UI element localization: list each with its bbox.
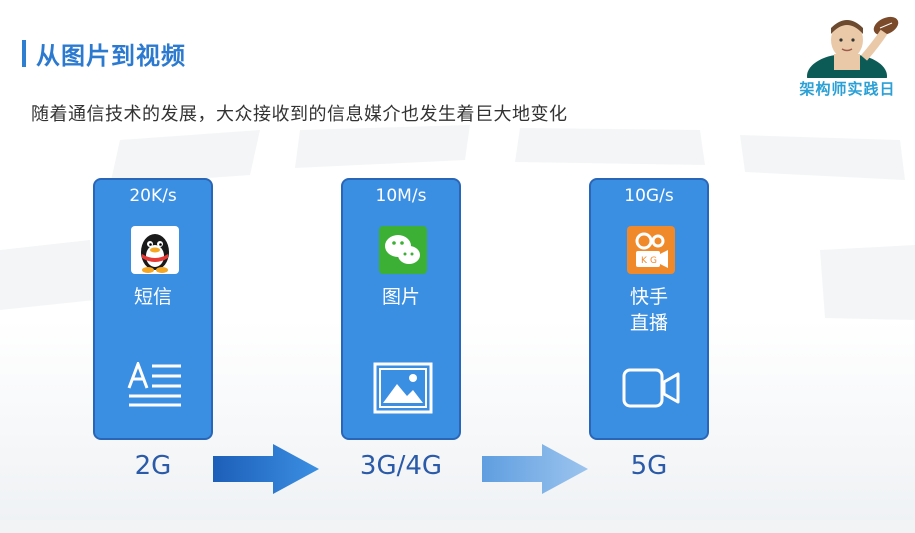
football-player-icon [807,16,899,98]
title-accent-bar [22,40,26,67]
svg-text:G: G [650,256,657,266]
conference-logo: 架构师实践日 [790,6,905,102]
wechat-icon [379,226,427,274]
card-label: 快手 直播 [591,284,707,336]
text-icon [125,359,185,414]
image-icon [373,362,433,414]
kuaishou-icon: K G [627,226,675,274]
card-label: 图片 [381,286,420,308]
arrow-right-icon [213,444,319,494]
card-label-line1: 快手 [629,286,668,308]
generation-label-2g: 2G [134,451,172,481]
card-label-line2: 直播 [629,312,668,334]
generation-label-5g: 5G [630,451,668,481]
speed-label: 10G/s [624,186,674,206]
card-3g-4g: 10M/s 图片 [341,178,461,440]
video-camera-icon [621,362,681,414]
logo-text: 架构师实践日 [799,80,896,98]
card-2g: 20K/s 短信 [93,178,213,440]
page-title: 从图片到视频 [36,42,186,70]
arrow-right-icon [482,444,588,494]
speed-label: 10M/s [375,186,427,206]
svg-text:K: K [641,256,648,266]
speed-label: 20K/s [129,186,177,206]
generation-label-3g-4g: 3G/4G [359,451,443,481]
card-label: 短信 [133,286,172,308]
page-subtitle: 随着通信技术的发展，大众接收到的信息媒介也发生着巨大地变化 [31,104,568,125]
qq-penguin-icon [131,226,179,274]
card-5g: 10G/s K G 快手 直播 [589,178,709,440]
